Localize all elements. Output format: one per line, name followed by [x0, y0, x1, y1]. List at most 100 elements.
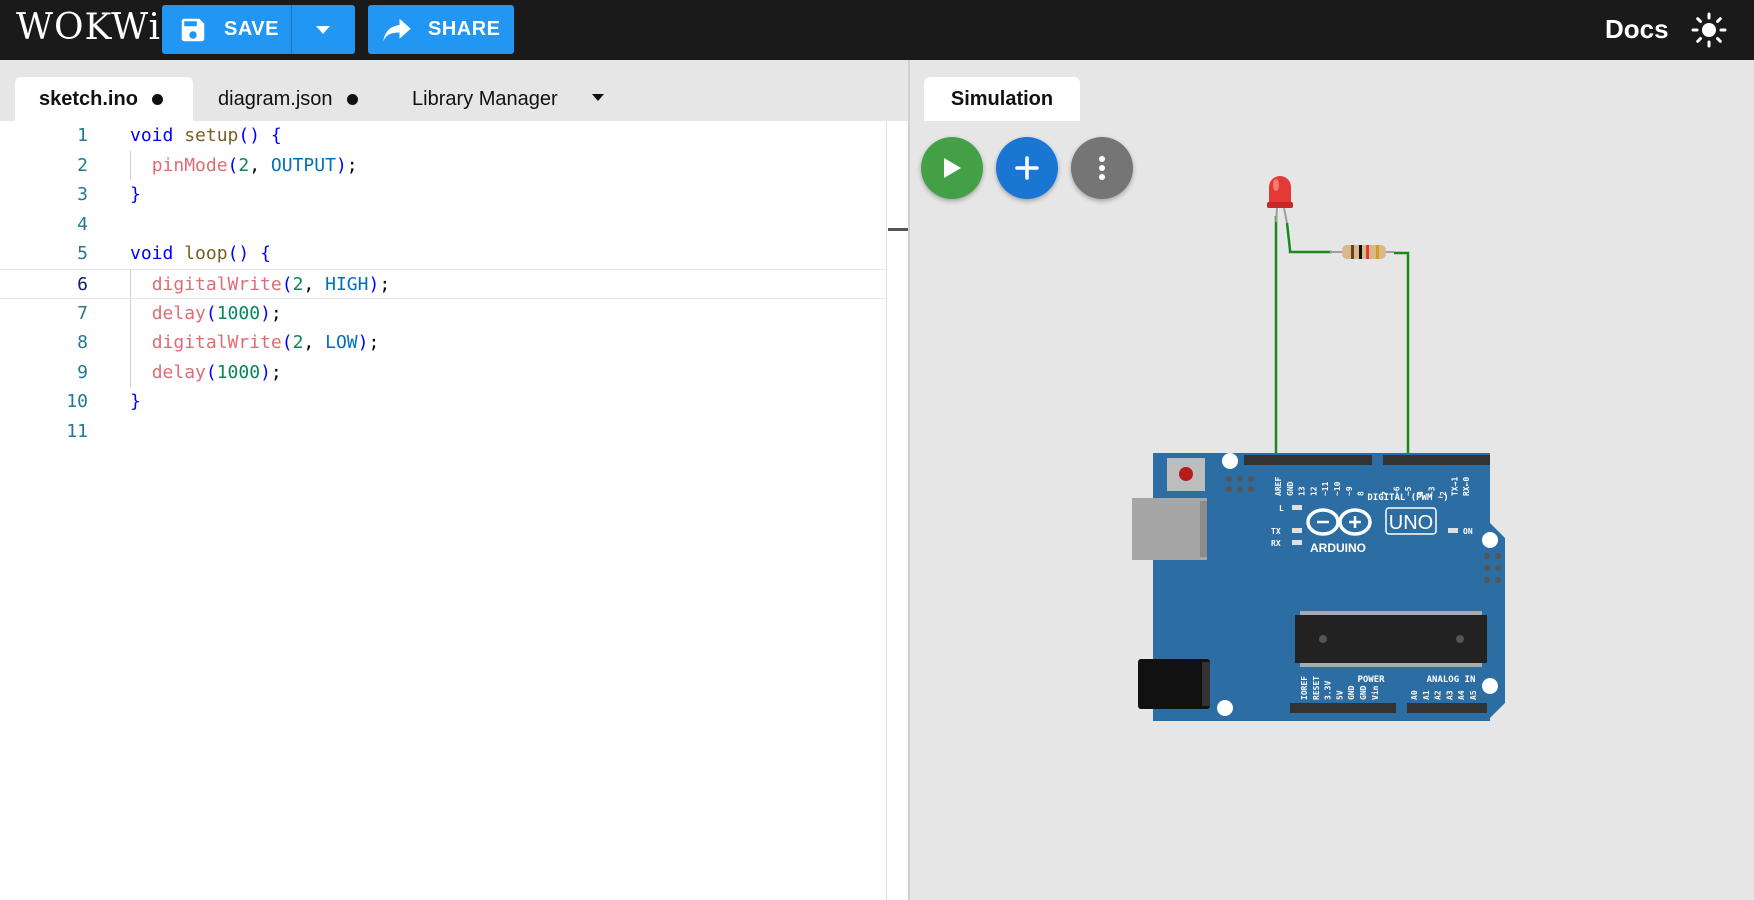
- start-simulation-button[interactable]: [921, 137, 983, 199]
- pin-label: GND: [1359, 685, 1368, 700]
- code-line[interactable]: 10}: [0, 387, 886, 417]
- red-led[interactable]: [1267, 176, 1293, 224]
- pin-label: TX→1: [1451, 477, 1460, 496]
- code-text[interactable]: delay(1000);: [151, 302, 282, 324]
- code-text[interactable]: void loop() {: [130, 243, 271, 265]
- pin-label: ~11: [1321, 481, 1330, 496]
- tab-diagram-json[interactable]: diagram.json: [193, 77, 379, 121]
- code-line[interactable]: 7 delay(1000);: [0, 298, 886, 329]
- pin-label: A3: [1445, 690, 1454, 700]
- indent-guide: [130, 357, 131, 388]
- code-line[interactable]: 8 digitalWrite(2, LOW);: [0, 328, 886, 358]
- power-header[interactable]: [1290, 703, 1396, 713]
- circuit-canvas[interactable]: UNO ARDUINO DIGITAL (PWM ~) POWER ANALOG…: [910, 60, 1754, 900]
- code-text[interactable]: pinMode(2, OUTPUT);: [151, 154, 358, 176]
- save-button-group: SAVE: [162, 5, 355, 54]
- add-part-button[interactable]: [996, 137, 1058, 199]
- code-text[interactable]: digitalWrite(2, HIGH);: [151, 274, 391, 295]
- pin-label: GND: [1347, 685, 1356, 700]
- line-number: 3: [77, 184, 88, 206]
- pin-label: GND: [1286, 481, 1295, 496]
- pin-label: 2: [1439, 491, 1448, 496]
- save-icon: [181, 18, 205, 41]
- line-number: 6: [77, 274, 88, 295]
- editor-tab-bar: sketch.ino diagram.json Library Manager: [0, 60, 908, 121]
- pin-label: A2: [1434, 690, 1443, 700]
- wokwi-logo[interactable]: WOKWi: [16, 7, 162, 48]
- line-number: 7: [77, 302, 88, 324]
- pin-label: ~5: [1404, 486, 1413, 496]
- save-button[interactable]: SAVE: [162, 5, 292, 54]
- share-label: SHARE: [428, 18, 501, 40]
- digital-label: DIGITAL (PWM ~): [1367, 493, 1448, 503]
- code-text[interactable]: digitalWrite(2, LOW);: [151, 332, 380, 354]
- code-line[interactable]: 4: [0, 210, 886, 240]
- code-text[interactable]: delay(1000);: [151, 361, 282, 383]
- line-number: 8: [77, 332, 88, 354]
- pin-label: 3.3V: [1324, 681, 1333, 700]
- pin-label: 8: [1357, 491, 1366, 496]
- reset-button[interactable]: [1179, 467, 1193, 481]
- pin-label: ~10: [1333, 481, 1342, 496]
- caret-down-icon[interactable]: [591, 93, 604, 101]
- digital-header[interactable]: [1244, 455, 1490, 465]
- pin-label: RESET: [1312, 676, 1321, 700]
- wire-led-cathode[interactable]: [1274, 216, 1285, 462]
- share-button[interactable]: SHARE: [368, 5, 514, 54]
- pin-label: IOREF: [1300, 676, 1309, 700]
- indent-guide: [130, 150, 131, 181]
- wire-resistor-pin2[interactable]: [1394, 251, 1413, 463]
- pin-label: A5: [1469, 690, 1478, 700]
- sun-icon[interactable]: [1691, 12, 1727, 48]
- editor-pane: sketch.ino diagram.json Library Manager …: [0, 60, 908, 900]
- tab-sketch-ino[interactable]: sketch.ino: [15, 77, 193, 121]
- line-number: 2: [77, 154, 88, 176]
- usb-connector: [1132, 498, 1207, 560]
- tab-label: Library Manager: [412, 87, 558, 110]
- line-number: 4: [77, 213, 88, 235]
- code-text[interactable]: }: [130, 391, 141, 413]
- resistor[interactable]: [1330, 245, 1394, 259]
- analog-header[interactable]: [1407, 703, 1487, 713]
- more-options-button[interactable]: [1071, 137, 1133, 199]
- l-label: L: [1279, 504, 1284, 513]
- top-bar: WOKWi SAVE SHARE Docs: [0, 0, 1754, 60]
- pin-label: 7: [1381, 491, 1390, 496]
- board-logo-text: ARDUINO: [1310, 541, 1366, 555]
- tab-label: diagram.json: [218, 87, 333, 110]
- code-line[interactable]: 11: [0, 417, 886, 447]
- code-text[interactable]: }: [130, 184, 141, 206]
- code-line[interactable]: 6 digitalWrite(2, HIGH);: [0, 269, 886, 299]
- docs-link[interactable]: Docs: [1605, 14, 1669, 44]
- line-number: 1: [77, 125, 88, 146]
- wire-led-anode[interactable]: [1285, 222, 1332, 254]
- arduino-uno-board[interactable]: UNO ARDUINO DIGITAL (PWM ~) POWER ANALOG…: [1132, 453, 1505, 721]
- power-jack: [1138, 659, 1210, 709]
- tab-simulation[interactable]: Simulation: [924, 77, 1080, 121]
- indent-guide: [130, 328, 131, 358]
- editor-scrollbar[interactable]: [886, 121, 908, 900]
- line-number: 10: [66, 391, 88, 413]
- tab-library-manager[interactable]: Library Manager: [390, 77, 640, 121]
- code-line[interactable]: 3}: [0, 180, 886, 210]
- line-number: 9: [77, 361, 88, 383]
- pin-label: 12: [1309, 486, 1318, 496]
- tx-label: TX: [1271, 527, 1281, 536]
- rx-label: RX: [1271, 539, 1281, 548]
- pin-label: A0: [1410, 690, 1419, 700]
- code-line[interactable]: 1 void setup() {: [0, 121, 886, 151]
- tab-label: sketch.ino: [39, 87, 138, 110]
- pin-label: 5V: [1335, 690, 1344, 700]
- pin-label: Vin: [1370, 685, 1380, 700]
- code-text[interactable]: void setup() {: [130, 125, 282, 146]
- pin-label: ~3: [1427, 486, 1436, 496]
- code-line[interactable]: 2 pinMode(2, OUTPUT);: [0, 150, 886, 181]
- pin-label: 4: [1416, 491, 1425, 496]
- code-line[interactable]: 9 delay(1000);: [0, 357, 886, 388]
- power-label: POWER: [1357, 675, 1385, 685]
- pane-divider[interactable]: [908, 60, 910, 900]
- save-dropdown-button[interactable]: [292, 5, 354, 54]
- modified-dot-icon: [346, 93, 358, 105]
